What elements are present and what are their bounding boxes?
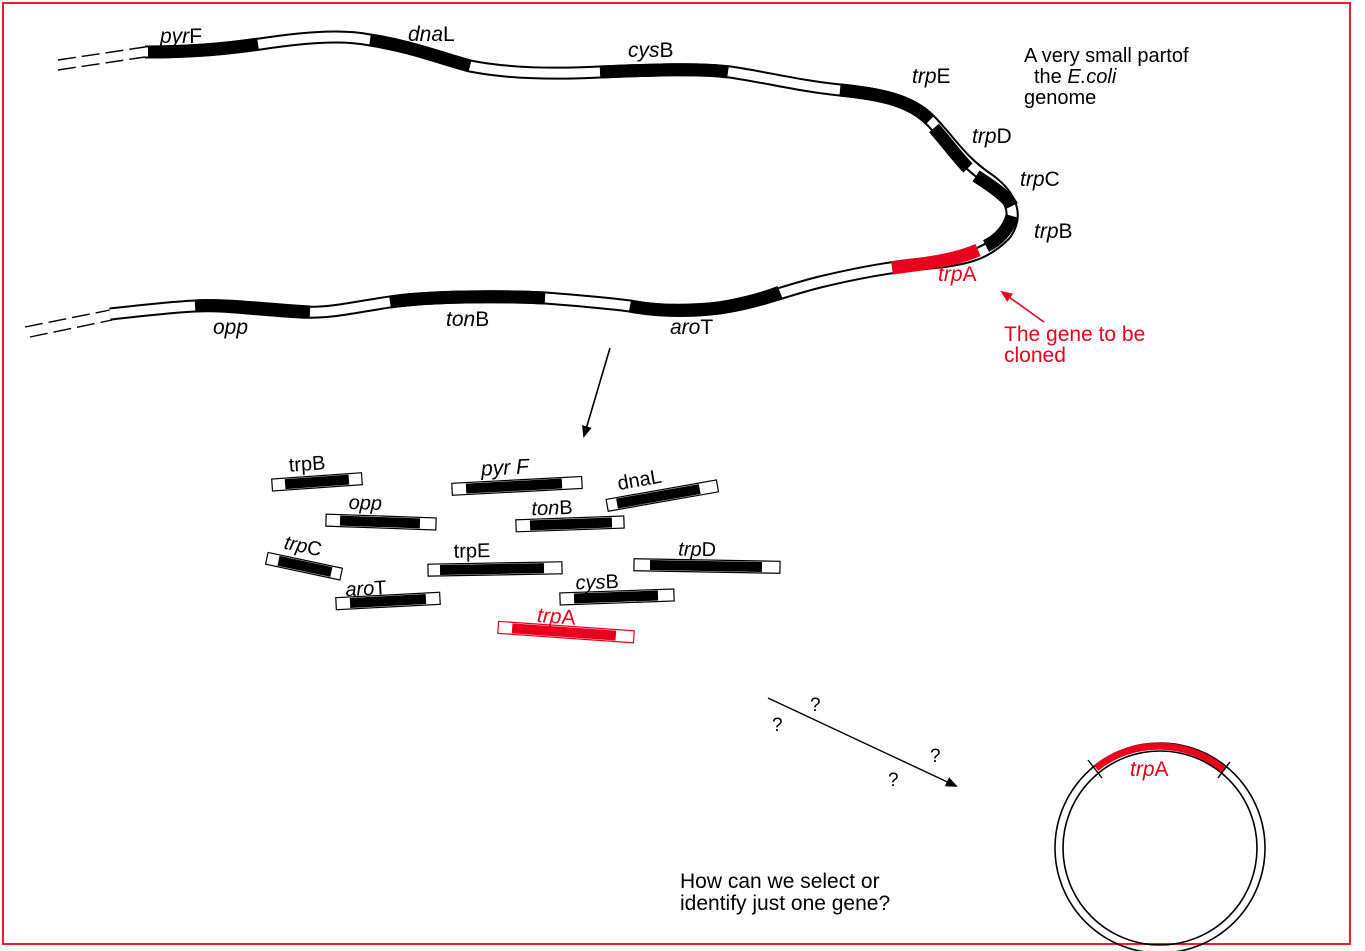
fragments: trpB pyr F dnaL opp tonB (264, 452, 781, 644)
aroT-block (628, 285, 783, 317)
svg-text:pyr F: pyr F (479, 455, 530, 481)
label-opp: opp (213, 316, 248, 339)
question-line2: identify just one gene? (680, 892, 890, 915)
pyrF-block (147, 37, 259, 59)
tonB-block (389, 290, 546, 309)
trpA-block-genome (891, 244, 981, 275)
trpC-block (972, 170, 1018, 210)
label-trpA: trpA (938, 263, 977, 286)
target-note-line1: The gene to be (1004, 323, 1145, 346)
svg-text:aroT: aroT (345, 577, 387, 601)
plasmid-label-trpA: trpA (1130, 758, 1169, 781)
genome-note-line1: A very small partof (1024, 45, 1189, 67)
fragment-trpD: trpD (633, 539, 781, 574)
label-pyrF: pyrF (159, 25, 202, 48)
fragment-trpE: trpE (427, 540, 563, 577)
label-tonB: tonB (446, 308, 489, 331)
figure-frame (2, 2, 1351, 945)
selection-arrow (767, 697, 958, 787)
plasmid-insert-trpA (1093, 742, 1227, 773)
trpD-block (929, 123, 973, 173)
genome-note-line2: the E.coli (1034, 66, 1117, 88)
label-cysB: cysB (628, 39, 674, 62)
fragment-trpA: trpA (497, 604, 635, 644)
genome-note-line3: genome (1024, 87, 1096, 109)
fragment-aroT: aroT (335, 577, 441, 611)
target-note-line2: cloned (1004, 344, 1066, 367)
opp-block (194, 299, 311, 319)
question-line1: How can we select or (680, 870, 880, 893)
genome-note: A very small partof the E.coli genome (1024, 45, 1189, 109)
fragment-dnaL: dnaL (605, 466, 720, 512)
label-trpC: trpC (1020, 168, 1060, 191)
svg-text:trpB: trpB (288, 452, 326, 477)
fragment-cysB: cysB (559, 571, 675, 606)
label-aroT: aroT (670, 316, 713, 339)
question-mark: ? (930, 746, 941, 767)
genome-gene-blocks (147, 33, 1019, 319)
selection-step: ? ? ? ? (767, 695, 958, 791)
target-gene-note: The gene to be cloned (1000, 290, 1145, 367)
label-trpE: trpE (912, 65, 951, 88)
svg-text:trpE: trpE (453, 540, 490, 563)
svg-text:trpA: trpA (536, 604, 576, 630)
red-arrow (1000, 290, 1045, 323)
svg-text:opp: opp (348, 492, 382, 515)
svg-text:tonB: tonB (531, 497, 573, 520)
label-trpB: trpB (1034, 220, 1073, 243)
question-mark: ? (888, 770, 899, 791)
fragment-trpC: trpC (264, 532, 344, 581)
svg-text:trpC: trpC (282, 532, 324, 561)
question-mark: ? (810, 695, 821, 716)
dnaL-block (369, 33, 472, 73)
fragment-pyrF: pyr F (451, 455, 583, 496)
fragment-tonB: tonB (515, 497, 625, 533)
label-trpD: trpD (972, 125, 1012, 148)
plasmid: trpA (1054, 742, 1266, 951)
trpE-block (839, 83, 935, 125)
bottom-question: How can we select or identify just one g… (680, 870, 890, 915)
svg-text:cysB: cysB (575, 571, 619, 594)
svg-text:trpD: trpD (678, 539, 716, 562)
label-dnaL: dnaL (408, 23, 455, 46)
fragment-opp: opp (325, 492, 437, 531)
genome-labels: pyrF dnaL cysB trpE trpD trpC trpB trpA … (159, 23, 1073, 339)
cysB-block (599, 63, 729, 79)
fragment-trpB: trpB (271, 452, 363, 492)
fragmentation-arrow (582, 347, 611, 438)
trpB-block (982, 213, 1019, 252)
question-mark: ? (772, 715, 783, 736)
